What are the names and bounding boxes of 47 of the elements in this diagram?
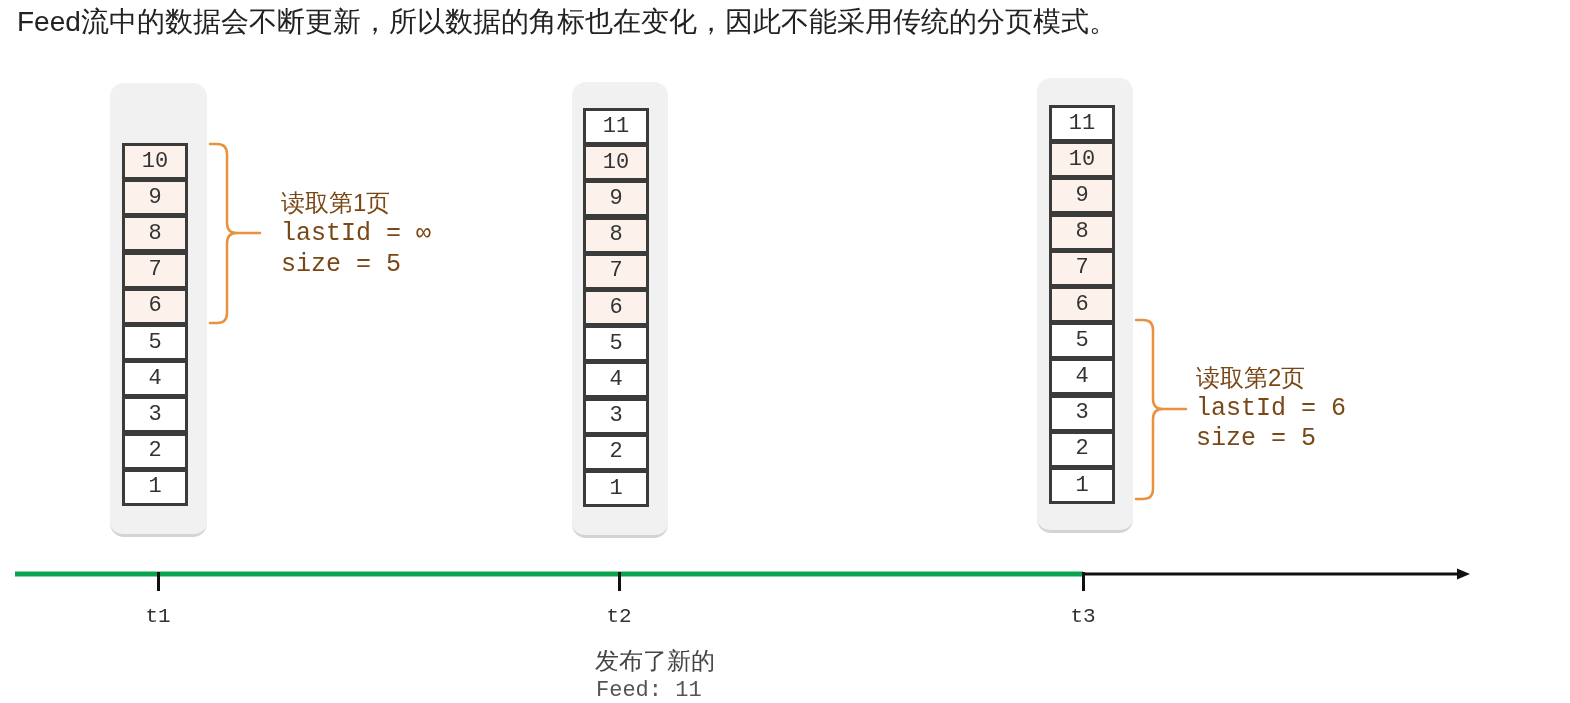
list-item-cell: 9: [1049, 177, 1115, 215]
list-item-cell: 1: [583, 470, 649, 507]
list-item-cell: 1: [1049, 467, 1115, 504]
list-item-cell: 8: [583, 216, 649, 254]
page-heading: 读取第1页: [281, 189, 391, 217]
parameter-text: lastId = 6: [1196, 394, 1347, 424]
list-item-cell: 4: [122, 360, 188, 398]
time-label: t1: [145, 604, 171, 630]
list-item-cell: 8: [1049, 213, 1115, 251]
list-item-cell: 4: [1049, 358, 1115, 396]
list-item-cell: 11: [583, 108, 649, 145]
list-item-cell: 7: [1049, 249, 1115, 287]
list-item-cell: 5: [122, 324, 188, 361]
list-item-cell: 9: [122, 179, 188, 217]
list-item-cell: 8: [122, 215, 188, 253]
list-item-cell: 6: [1049, 286, 1115, 323]
list-item-cell: 10: [583, 144, 649, 182]
list-item-cell: 6: [583, 289, 649, 326]
list-item-cell: 2: [1049, 430, 1115, 468]
list-item-cell: 9: [583, 180, 649, 218]
list-item-cell: 2: [583, 433, 649, 471]
list-item-cell: 6: [122, 287, 188, 325]
list-panel: [572, 82, 668, 538]
parameter-text: size = 5: [281, 250, 402, 280]
list-item-cell: 7: [122, 251, 188, 289]
list-item-cell: 3: [583, 397, 649, 435]
title-text: Feed流中的数据会不断更新，所以数据的角标也在变化，因此不能采用传统的分页模式。: [17, 6, 1117, 39]
time-label: t2: [606, 604, 632, 630]
list-panel: [1037, 78, 1133, 533]
list-item-cell: 10: [1049, 141, 1115, 179]
parameter-text: size = 5: [1196, 424, 1317, 454]
list-item-cell: 3: [122, 396, 188, 434]
list-item-cell: 1: [122, 468, 188, 506]
list-item-cell: 11: [1049, 105, 1115, 142]
list-panel: [110, 83, 207, 537]
page-heading: 读取第2页: [1196, 364, 1306, 392]
parameter-text: lastId = ∞: [281, 219, 432, 249]
list-item-cell: 2: [122, 432, 188, 470]
list-item-cell: 5: [583, 325, 649, 363]
time-label: t3: [1070, 604, 1096, 630]
list-item-cell: 5: [1049, 322, 1115, 360]
list-item-cell: 3: [1049, 394, 1115, 432]
note-text: 发布了新的: [595, 647, 715, 675]
note-text: Feed: 11: [596, 678, 702, 703]
list-item-cell: 4: [583, 361, 649, 399]
list-item-cell: 7: [583, 252, 649, 290]
list-item-cell: 10: [122, 143, 188, 180]
